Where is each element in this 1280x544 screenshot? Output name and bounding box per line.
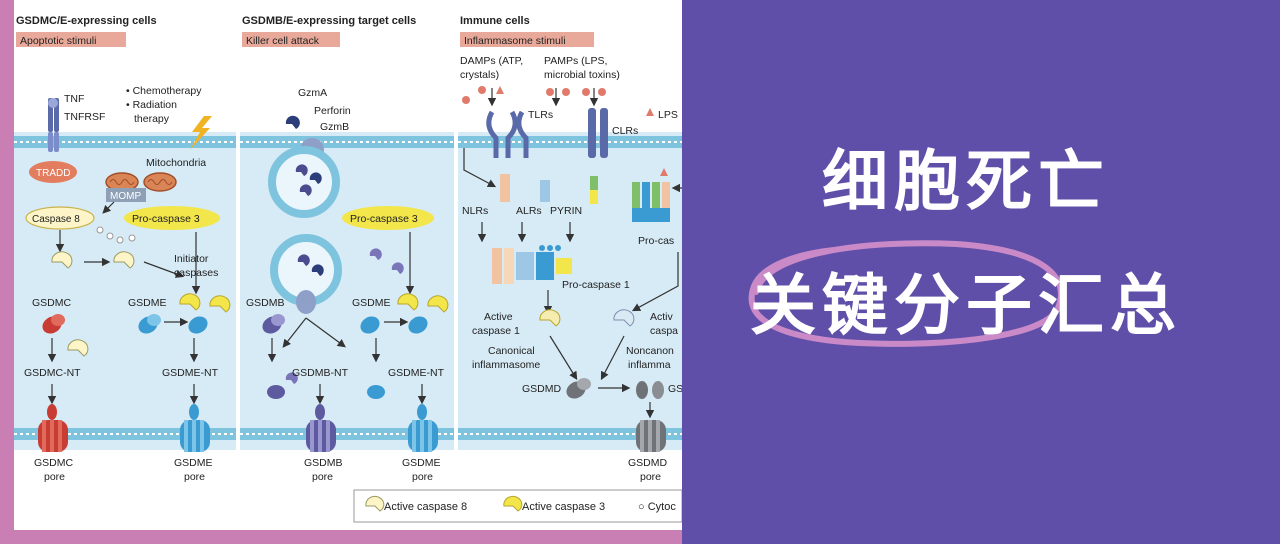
panel3-header: Immune cells: [460, 15, 530, 27]
headline-line2: 关键分子汇总: [750, 267, 1182, 344]
procaspase3-label-b: Pro-caspase 3: [350, 213, 418, 225]
panel-gsdmc-gsdme: GSDMC/E-expressing cells Apoptotic stimu…: [14, 15, 236, 483]
gsdme-nt-label-a: GSDME-NT: [162, 367, 219, 379]
gsdmd-pore-sub: pore: [640, 471, 661, 483]
active-caspase3-icon: [503, 496, 523, 512]
title-panel: 细胞死亡 关键分子汇总: [682, 0, 1280, 544]
chemotherapy-label: • Chemotherapy: [126, 85, 202, 97]
procaspase-label-cut: Pro-cas: [638, 235, 674, 247]
legend-item-cytochrome: ○ Cytoc: [638, 501, 676, 513]
gsdme-pore-sub-b: pore: [412, 471, 433, 483]
gsdmc-pore-sub: pore: [44, 471, 65, 483]
gsdme-nt-label-b: GSDME-NT: [388, 367, 445, 379]
pyroptosis-figure: GSDMC/E-expressing cells Apoptotic stimu…: [14, 0, 682, 530]
lps-label: LPS: [658, 109, 678, 121]
gsdmd-pore-label: GSDMD: [628, 457, 668, 469]
clrs-label: CLRs: [612, 125, 638, 137]
pyrin-label: PYRIN: [550, 205, 582, 217]
canonical-label: Canonical: [488, 345, 535, 357]
mitochondria-label: Mitochondria: [146, 157, 206, 169]
nlrs-label: NLRs: [462, 205, 488, 217]
inflammasome-complex: [492, 245, 572, 284]
damps-sub: crystals): [460, 69, 499, 81]
pamps-label: PAMPs (LPS,: [544, 55, 607, 67]
caspases-label: caspases: [174, 267, 218, 279]
headline-line1: 细胞死亡: [822, 143, 1110, 220]
panel1-stimulus: Apoptotic stimuli: [20, 35, 96, 47]
canonical-sub: inflammasome: [472, 359, 540, 371]
alrs-label: ALRs: [516, 205, 542, 217]
gzmb-label: GzmB: [320, 121, 349, 133]
panel2-header: GSDMB/E-expressing target cells: [242, 15, 416, 27]
momp-label: MOMP: [110, 191, 141, 202]
gsdmc-nt-label: GSDMC-NT: [24, 367, 81, 379]
gsdme-label-b: GSDME: [352, 297, 391, 309]
active-caspase8-icon: [365, 496, 385, 512]
lightning-icon: [190, 116, 212, 150]
gsdme-pore-label-b: GSDME: [402, 457, 441, 469]
legend-item-caspase3: Active caspase 3: [522, 501, 605, 513]
panel2-stimulus: Killer cell attack: [246, 35, 320, 47]
panel1-header: GSDMC/E-expressing cells: [16, 15, 157, 27]
damps-label: DAMPs (ATP,: [460, 55, 523, 67]
gsdmb-nt-label: GSDMB-NT: [292, 367, 349, 379]
tnf-label: TNF: [64, 93, 84, 105]
gsdmc-label: GSDMC: [32, 297, 72, 309]
legend: Active caspase 8 Active caspase 3 ○ Cyto…: [353, 489, 682, 523]
panel-immune-cells: Immune cells Inflammasome stimuli DAMPs …: [458, 15, 682, 483]
active-caspase1-sub: caspase 1: [472, 325, 520, 337]
lps-receptor-complex: [632, 182, 670, 222]
gsdmb-label: GSDMB: [246, 297, 285, 309]
procaspase1-label: Pro-caspase 1: [562, 279, 630, 291]
gsdmb-pore-sub: pore: [312, 471, 333, 483]
gsdme-pore-sub-a: pore: [184, 471, 205, 483]
gsdmb-pore-label: GSDMB: [304, 457, 343, 469]
tradd-label: TRADD: [36, 168, 70, 179]
perforin-label: Perforin: [314, 105, 351, 117]
panel-gsdmb-gsdme: GSDMB/E-expressing target cells Killer c…: [240, 15, 454, 483]
initiator-label: Initiator: [174, 253, 209, 265]
radiation-label: • Radiation: [126, 99, 177, 111]
pamps-sub: microbial toxins): [544, 69, 620, 81]
gzma-label: GzmA: [298, 87, 327, 99]
tlrs-label: TLRs: [528, 109, 553, 121]
gsdmd-label-cut: GS: [668, 383, 682, 395]
legend-item-caspase8: Active caspase 8: [384, 501, 467, 513]
noncanonical-label: Noncanon: [626, 345, 674, 357]
gsdme-pore-label-a: GSDME: [174, 457, 213, 469]
gsdmd-label: GSDMD: [522, 383, 562, 395]
active-label-cut: Activ: [650, 311, 674, 323]
active-sub-cut: caspa: [650, 325, 678, 337]
therapy-label: therapy: [134, 113, 170, 125]
procaspase3-label-a: Pro-caspase 3: [132, 213, 200, 225]
tnfrsf-label: TNFRSF: [64, 111, 105, 123]
noncanonical-sub: inflamma: [628, 359, 671, 371]
panel3-stimulus: Inflammasome stimuli: [464, 35, 566, 47]
gsdmc-pore-label: GSDMC: [34, 457, 74, 469]
figure-frame: GSDMC/E-expressing cells Apoptotic stimu…: [0, 0, 682, 544]
gsdme-label-a: GSDME: [128, 297, 167, 309]
highlight-circle: [748, 240, 1064, 347]
active-caspase1-label: Active: [484, 311, 513, 323]
caspase8-label: Caspase 8: [32, 214, 80, 225]
